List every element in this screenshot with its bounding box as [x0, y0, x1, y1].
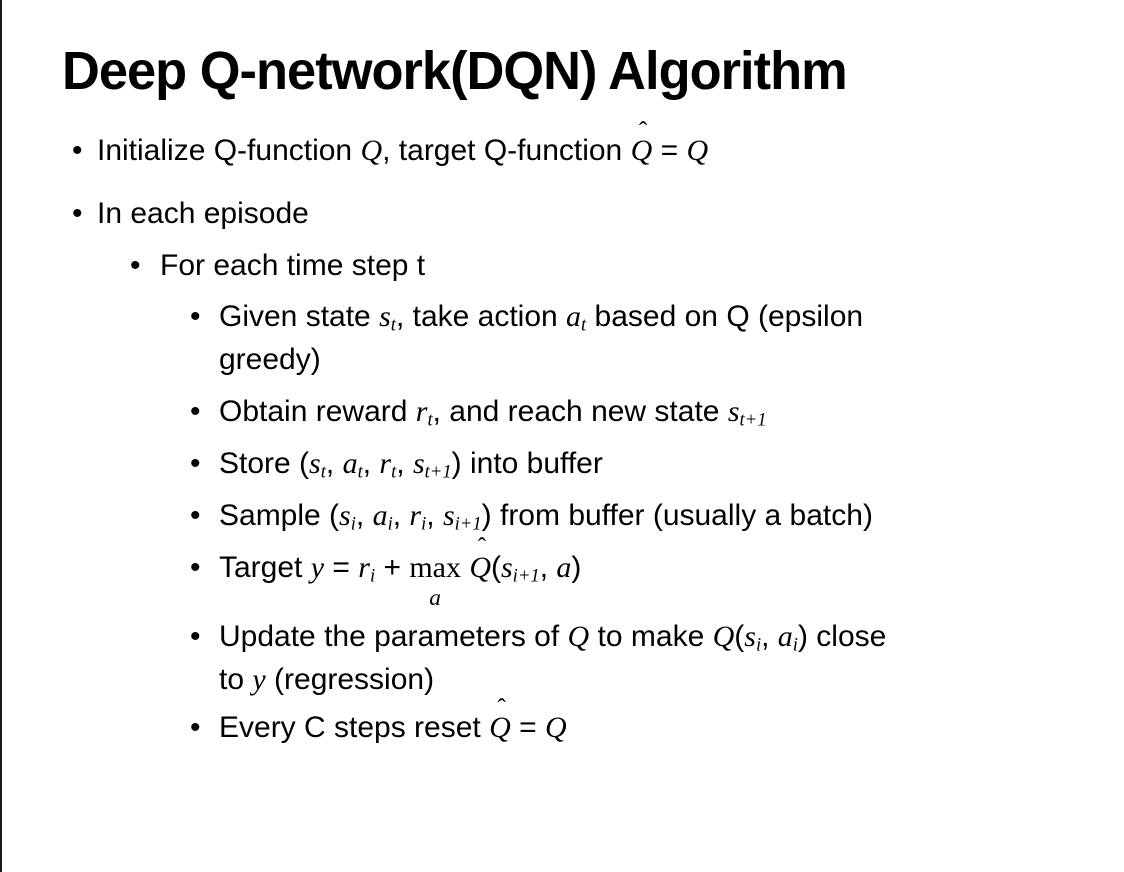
math-run: a [777, 619, 793, 653]
math-run: r [379, 446, 392, 480]
bullet-item: Every C steps reset ˆQ = Q [2, 693, 1124, 750]
slide-title: Deep Q-network(DQN) Algorithm [62, 41, 848, 101]
math-run: t [320, 461, 326, 483]
math-run: t [427, 409, 433, 431]
math-run: s [339, 498, 351, 532]
math-run: y [252, 662, 266, 696]
math-run: r [409, 498, 422, 532]
math-run: i [421, 513, 427, 535]
math-run: Q [360, 134, 383, 168]
math-run: Q [686, 134, 709, 168]
bullet-item: For each time step t [2, 245, 1124, 288]
math-run: a [372, 498, 388, 532]
math-run: s [727, 394, 740, 428]
text-run: Initialize Q-function [97, 134, 361, 168]
math-run: Q [544, 711, 567, 745]
math-run: a [566, 299, 582, 333]
text-run: , [392, 498, 410, 532]
text-run: , [396, 446, 413, 480]
text-run: Store ( [219, 446, 310, 480]
text-run: Given state [219, 299, 380, 333]
text-run: (regression) [265, 662, 435, 696]
bullet-item: In each episode [2, 193, 1124, 236]
math-run: s [500, 550, 513, 584]
text-run: = [510, 711, 545, 745]
text-run: Sample ( [219, 498, 340, 532]
math-run: Q [712, 619, 735, 653]
text-run: greedy) [219, 342, 321, 376]
text-run: ) close [797, 619, 887, 653]
bullet-item: Sample (si, ai, ri, si+1) from buffer (u… [2, 495, 1124, 538]
math-run: Q [567, 619, 590, 653]
text-run [461, 551, 469, 584]
math-run: r [415, 394, 428, 428]
math-run: i+1 [454, 513, 482, 535]
text-run: Obtain reward [219, 394, 416, 428]
text-run: , take action [395, 299, 567, 333]
bullet-item: Update the parameters of Q to make Q(si,… [2, 616, 1124, 702]
math-run: y [310, 550, 325, 584]
text-run: + [375, 550, 410, 584]
math-run: i [387, 513, 393, 535]
math-run: i [350, 513, 356, 535]
text-run: In each episode [97, 196, 309, 230]
text-run: , [362, 446, 380, 480]
math-run: s [412, 446, 425, 480]
text-run: to make [589, 619, 713, 653]
math-run: i+1 [512, 565, 540, 587]
text-run: = [324, 550, 359, 584]
math-run: s [309, 446, 321, 480]
math-run: s [744, 619, 756, 653]
text-run: , [539, 550, 557, 584]
math-run: t+1 [739, 409, 767, 431]
math-run: s [442, 498, 455, 532]
math-run: t+1 [424, 461, 452, 483]
text-run: ( [490, 550, 501, 584]
text-run: ) into buffer [451, 446, 603, 480]
text-run: ( [734, 619, 745, 653]
math-run: i [792, 634, 798, 656]
text-run: , and reach new state [432, 394, 728, 428]
math-run: a [342, 446, 358, 480]
math-run: s [379, 299, 391, 333]
text-run: = [652, 134, 687, 168]
math-run: a [556, 550, 572, 584]
bullet-item: Initialize Q-function Q, target Q-functi… [2, 115, 1124, 173]
bullet-item: Obtain reward rt, and reach new state st… [2, 391, 1124, 434]
text-run: Every C steps reset [219, 711, 490, 745]
text-run: based on Q (epsilon [586, 299, 864, 333]
text-run: , target Q-function [382, 134, 631, 168]
bullet-item: Store (st, at, rt, st+1) into buffer [2, 443, 1124, 486]
math-run: t [391, 461, 397, 483]
math-run: i [755, 634, 762, 656]
text-run: For each time step t [160, 249, 426, 283]
text-run: to [219, 662, 253, 696]
math-run: t [390, 314, 396, 336]
text-run: , [325, 446, 343, 480]
text-run: ) from buffer (usually a batch) [481, 498, 873, 532]
math-run: t [357, 461, 363, 483]
math-run: i [369, 565, 376, 587]
text-run: Update the parameters of [219, 619, 568, 653]
bullet-list: Initialize Q-function Q, target Q-functi… [2, 115, 1124, 750]
text-run: , [355, 498, 373, 532]
math-run: t [581, 314, 587, 336]
text-run: , [761, 619, 778, 653]
text-run: , [426, 498, 443, 532]
text-run: ) [571, 550, 582, 584]
math-run: r [358, 550, 370, 584]
bullet-item: Given state st, take action at based on … [2, 296, 1124, 382]
text-run: Target [219, 550, 311, 584]
